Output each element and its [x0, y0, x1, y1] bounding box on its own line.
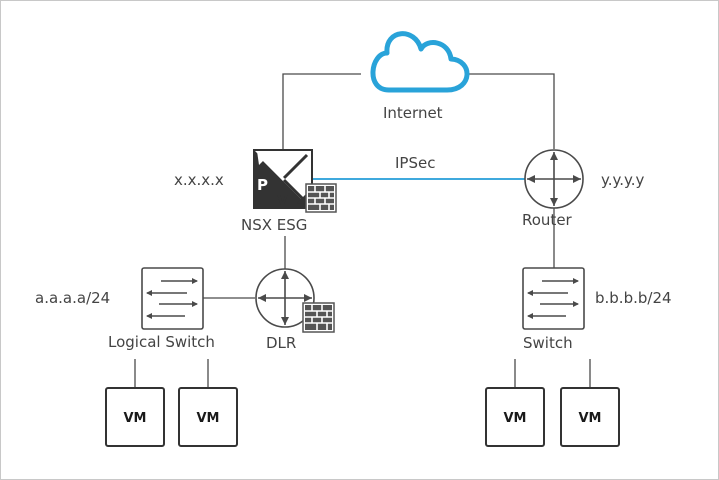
switch-node: Switch b.b.b.b/24: [522, 267, 672, 352]
switch-icon: [141, 267, 204, 330]
esg-node: P V NSX ESG x.x.x.x: [174, 149, 337, 234]
vm-icon: [105, 387, 165, 447]
link-internet-esg: [282, 73, 361, 149]
firewall-icon: [305, 183, 337, 213]
logical-switch-subnet: a.a.a.a/24: [35, 289, 110, 307]
vm-node: VM: [105, 387, 165, 447]
connections: [134, 73, 591, 388]
router-icon: [524, 149, 584, 209]
vm-label: VM: [579, 411, 602, 426]
logical-switch-node: Logical Switch a.a.a.a/24: [35, 267, 215, 351]
logical-switch-label: Logical Switch: [108, 333, 215, 351]
esg-letter-v: V: [277, 193, 288, 209]
vm-node: VM: [178, 387, 238, 447]
vm-icon: [485, 387, 545, 447]
vm-node: VM: [485, 387, 545, 447]
link-internet-router: [469, 73, 555, 149]
switch-label: Switch: [523, 334, 573, 352]
dlr-label: DLR: [266, 334, 296, 352]
vm-node: VM: [560, 387, 620, 447]
esg-label: NSX ESG: [241, 216, 307, 234]
ipsec-label: IPSec: [395, 154, 435, 172]
router-icon: [255, 268, 315, 328]
esg-letter-p: P: [257, 176, 268, 194]
vm-label: VM: [124, 411, 147, 426]
edge-gateway-icon: P V: [253, 149, 313, 209]
vm-label: VM: [504, 411, 527, 426]
dlr-node: DLR: [255, 268, 335, 352]
router-node: Router y.y.y.y: [522, 149, 645, 229]
firewall-icon: [302, 302, 335, 333]
esg-ip: x.x.x.x: [174, 171, 224, 189]
vm-icon: [560, 387, 620, 447]
switch-subnet: b.b.b.b/24: [595, 289, 672, 307]
switch-icon: [522, 267, 585, 330]
cloud-icon: [370, 31, 470, 93]
router-ip: y.y.y.y: [601, 171, 645, 189]
internet-node: Internet: [370, 31, 470, 122]
vm-icon: [178, 387, 238, 447]
router-label: Router: [522, 211, 573, 229]
internet-label: Internet: [383, 104, 443, 122]
vm-label: VM: [197, 411, 220, 426]
